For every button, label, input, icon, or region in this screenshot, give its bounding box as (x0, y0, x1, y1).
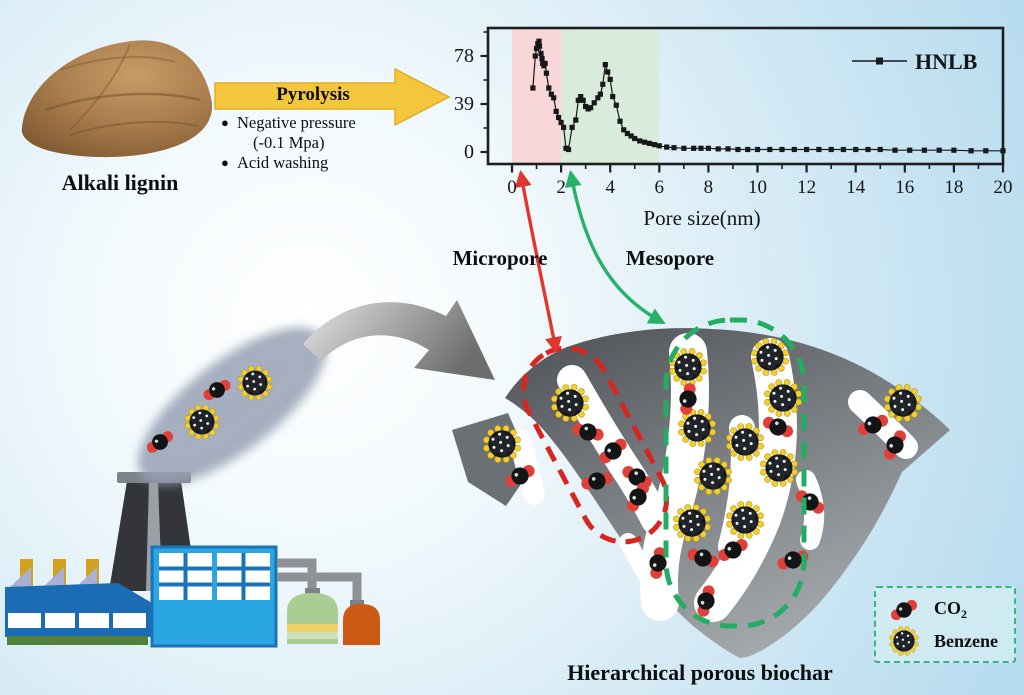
benzene-molecule-icon (184, 404, 220, 440)
co2-label: CO2 (934, 597, 967, 621)
smoke-plume (137, 327, 327, 485)
x-tick-label: 14 (846, 177, 866, 198)
pyrolysis-arrow (214, 67, 451, 127)
storage-tanks (287, 593, 380, 645)
x-tick-label: 6 (655, 177, 665, 198)
benzene-molecule-icon (693, 456, 733, 496)
mesopore-arrow (564, 169, 666, 325)
x-tick-label: 10 (748, 177, 767, 198)
benzene-molecule-icon (482, 424, 522, 464)
x-tick-label: 4 (605, 177, 615, 198)
x-tick-label: 20 (994, 177, 1013, 198)
x-tick-label: 16 (895, 177, 914, 198)
legend-item-co2: CO2 (886, 594, 1006, 625)
condition-text: Acid washing (237, 153, 329, 172)
micropore-arrow (514, 169, 562, 355)
benzene-molecule-icon (725, 500, 765, 540)
x-tick-label: 18 (944, 177, 963, 198)
benzene-molecule-icon (883, 383, 923, 423)
x-tick-label: 0 (507, 177, 517, 198)
alkali-lignin-label: Alkali lignin (61, 170, 179, 195)
bullet-icon: ● (221, 155, 229, 170)
x-tick-label: 12 (797, 177, 816, 198)
pyrolysis-arrow-shape (214, 67, 451, 127)
benzene-molecule-icon (672, 503, 712, 543)
chart-legend-label: HNLB (915, 49, 978, 74)
molecule-legend-box: CO2 Benzene (874, 586, 1016, 663)
pipes (277, 558, 364, 607)
process-conditions-list: ● Negative pressure (-0.1 Mpa) ● Acid wa… (221, 113, 411, 173)
condition-text: Negative pressure (237, 113, 356, 132)
biochar-caption: Hierarchical porous biochar (567, 660, 833, 685)
y-tick-label: 78 (454, 45, 474, 67)
chart-frame (486, 26, 1005, 166)
benzene-label: Benzene (934, 630, 998, 651)
bullet-icon: ● (221, 115, 229, 130)
x-tick-label: 8 (704, 177, 714, 198)
list-item: ● Acid washing (221, 153, 411, 173)
biochar-structure (452, 317, 950, 658)
benzene-molecule-icon (677, 408, 717, 448)
pyrolysis-arrow-label: Pyrolysis (276, 84, 350, 105)
y-tick-label: 0 (464, 141, 474, 163)
list-item: ● Negative pressure (-0.1 Mpa) (221, 113, 411, 153)
condition-detail: (-0.1 Mpa) (253, 133, 325, 152)
benzene-molecule-icon (759, 448, 799, 488)
benzene-molecule-icon (763, 378, 803, 418)
benzene-molecule-icon (889, 626, 919, 656)
y-tick-label: 39 (454, 93, 474, 115)
alkali-lignin-photo (21, 40, 213, 158)
legend-item-benzene: Benzene (886, 625, 1006, 657)
hnlb-series-markers (530, 38, 1006, 154)
mesopore-region-outline (663, 317, 807, 629)
benzene-molecule-icon (725, 422, 765, 462)
gray-flow-arrow (303, 300, 495, 380)
main-building (150, 545, 278, 648)
benzene-molecule-icon (550, 383, 590, 423)
x-tick-label: 2 (556, 177, 566, 198)
x-axis-title: Pore size(nm) (643, 206, 760, 230)
benzene-molecule-icon (750, 337, 790, 377)
co2-molecule-icon (887, 596, 921, 623)
sawtooth-building (5, 559, 152, 645)
benzene-molecule-icon (237, 365, 273, 401)
mesopore-label: Mesopore (625, 246, 715, 270)
biochar-body (505, 328, 950, 658)
factory-illustration (5, 472, 380, 648)
micropore-label: Micropore (452, 246, 548, 270)
